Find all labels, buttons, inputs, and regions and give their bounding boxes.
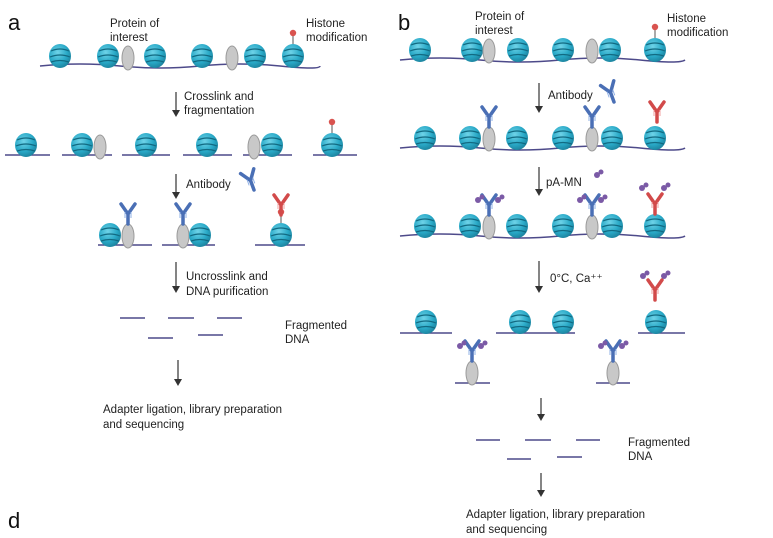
panel-b-letter: b (398, 10, 410, 35)
panel-b-chromatin-row (399, 23, 686, 64)
panel-b-fragmented-label-2: DNA (628, 451, 653, 463)
panel-a-letter: a (8, 10, 21, 35)
panel-a-arrow-4-head (174, 379, 182, 386)
panel-a-step2-label: Antibody (186, 179, 231, 191)
panel-a-protein-label: Protein of (110, 18, 160, 30)
panel-b-dna-fragments (476, 439, 600, 460)
panel-b-protein-label-2: interest (475, 25, 514, 37)
panel-b-released-red-antibody (640, 270, 671, 302)
panel-b-protein-label: Protein of (475, 11, 525, 23)
panel-a-histone-label: Histone (306, 18, 345, 30)
panel-b-arrow-2-head (535, 189, 543, 196)
panel-a-histone-label-2: modification (306, 32, 367, 44)
panel-a-free-antibody-icon (238, 167, 263, 195)
panel-a-final-label: Adapter ligation, library preparation (103, 404, 282, 416)
panel-b-final-label-2: and sequencing (466, 524, 547, 536)
panel-b-cut-row (400, 309, 685, 335)
panel-a-fragmented-label-2: DNA (285, 334, 310, 346)
panel-b-pamn-icon (594, 169, 604, 178)
panel-b-arrow-4-head (537, 414, 545, 421)
panel-b-released-complex-2 (596, 339, 630, 386)
panel-a-arrow-1-head (172, 110, 180, 117)
panel-a-arrow-2-head (172, 192, 180, 199)
panel-b-arrow-1-head (535, 106, 543, 113)
panel-b-histone-label: Histone (667, 13, 706, 25)
panel-a-step1-label: Crosslink and (184, 91, 254, 103)
panel-a-chromatin-row (39, 29, 321, 71)
panel-a-antibody-row (98, 193, 305, 249)
panel-b-pamn-row (399, 182, 686, 240)
panel-a-fragment-row (5, 118, 357, 160)
panel-a-step1-label-2: fragmentation (184, 105, 254, 117)
panel-a-step3-label: Uncrosslink and (186, 271, 268, 283)
panel-b-antibody-row (399, 105, 686, 152)
panel-a-dna-fragments (120, 317, 242, 339)
panel-b-free-antibody-icon (598, 79, 623, 107)
panel-b-step1-label: Antibody (548, 90, 593, 102)
panel-a-arrow-3-head (172, 286, 180, 293)
panel-a-protein-label-2: interest (110, 32, 149, 44)
panel-a-fragmented-label: Fragmented (285, 320, 347, 332)
panel-a-final-label-2: and sequencing (103, 419, 184, 431)
panel-b-fragmented-label: Fragmented (628, 437, 690, 449)
panel-b-step3-label: 0°C, Ca⁺⁺ (550, 273, 603, 285)
panel-b-step2-label: pA-MN (546, 177, 582, 189)
panel-d-letter: d (8, 508, 20, 533)
panel-b-arrow-3-head (535, 286, 543, 293)
panel-b-arrow-5-head (537, 490, 545, 497)
panel-b-free-red-antibody-icon (648, 100, 666, 124)
panel-a-step3-label-2: DNA purification (186, 286, 268, 298)
panel-b-final-label: Adapter ligation, library preparation (466, 509, 645, 521)
panel-b-histone-label-2: modification (667, 27, 728, 39)
panel-b-released-complex-1 (455, 339, 490, 386)
